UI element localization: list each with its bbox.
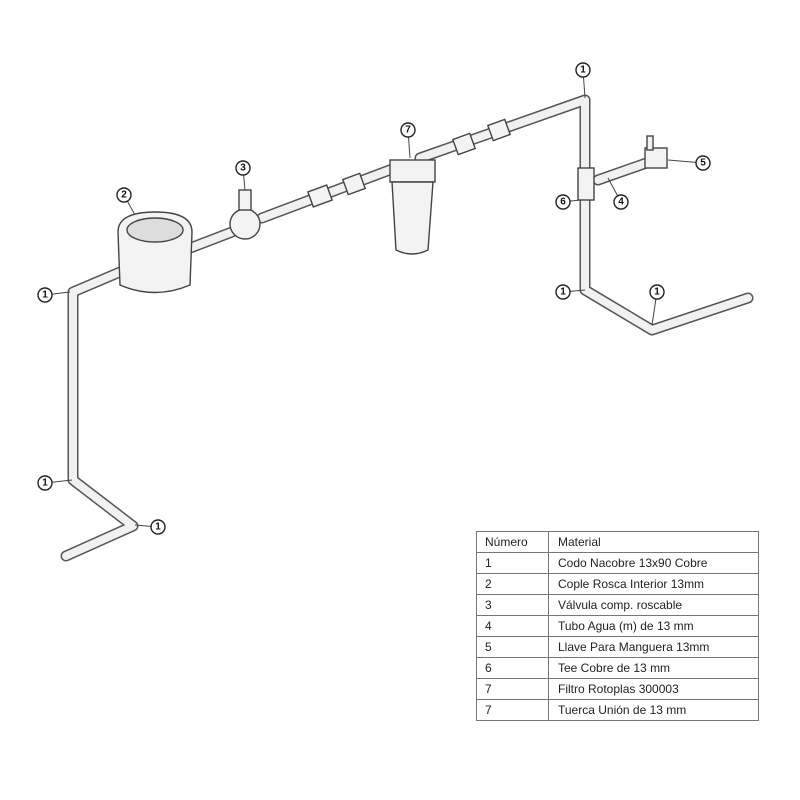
callout-circle: [116, 187, 132, 203]
row-number: 5: [476, 636, 549, 658]
row-number: 7: [476, 678, 549, 700]
coupling-2: [117, 211, 193, 294]
row-number: 3: [476, 594, 549, 616]
callout-7: 7: [400, 122, 416, 159]
callouts: 1 7 3 2 5 6 4 1 1 1 1 1: [37, 62, 711, 535]
row-material: Tee Cobre de 13 mm: [548, 657, 759, 679]
callout-circle: [37, 475, 53, 491]
callout-circle: [37, 287, 53, 303]
callout-number: 1: [560, 287, 566, 298]
callout-number: 1: [155, 522, 161, 533]
hose-tap-5: [644, 135, 668, 169]
callout-circle: [613, 194, 629, 210]
callout-number: 6: [560, 197, 566, 208]
callout-2: 2: [116, 187, 136, 216]
callout-circle: [235, 160, 251, 176]
row-number: 1: [476, 552, 549, 574]
callout-circle: [649, 284, 665, 300]
callout-circle: [555, 284, 571, 300]
callout-number: 1: [580, 65, 586, 76]
callout-1: 1: [37, 287, 71, 303]
callout-3: 3: [235, 160, 251, 191]
table-header-row: Número Material: [476, 531, 759, 553]
row-number: 2: [476, 573, 549, 595]
callout-number: 1: [654, 287, 660, 298]
callout-1: 1: [37, 475, 73, 491]
row-material: Codo Nacobre 13x90 Cobre: [548, 552, 759, 574]
callout-circle: [150, 519, 166, 535]
row-material: Tuerca Unión de 13 mm: [548, 699, 759, 721]
row-material: Llave Para Manguera 13mm: [548, 636, 759, 658]
callout-number: 1: [42, 478, 48, 489]
row-material: Cople Rosca Interior 13mm: [548, 573, 759, 595]
tee-6: [577, 167, 595, 201]
callout-1: 1: [555, 284, 586, 300]
valve-3: [229, 189, 261, 240]
union-nuts: [306, 118, 512, 208]
callout-number: 2: [121, 190, 127, 201]
callout-6: 6: [555, 194, 581, 210]
row-number: 7: [476, 699, 549, 721]
callout-5: 5: [667, 155, 711, 171]
row-material: Tubo Agua (m) de 13 mm: [548, 615, 759, 637]
callout-number: 1: [42, 290, 48, 301]
callout-number: 5: [700, 158, 706, 169]
callout-1: 1: [575, 62, 591, 99]
callout-4: 4: [607, 177, 629, 210]
callout-circle: [575, 62, 591, 78]
callout-number: 3: [240, 163, 246, 174]
row-number: 6: [476, 657, 549, 679]
header-material: Material: [548, 531, 759, 553]
row-material: Válvula comp. roscable: [548, 594, 759, 616]
callout-circle: [400, 122, 416, 138]
callout-1: 1: [649, 284, 665, 326]
callout-number: 4: [618, 197, 624, 208]
row-material: Filtro Rotoplas 300003: [548, 678, 759, 700]
filter-7: [389, 159, 436, 255]
callout-number: 7: [405, 125, 411, 136]
callout-1: 1: [134, 519, 166, 535]
callout-circle: [555, 194, 571, 210]
callout-circle: [695, 155, 711, 171]
header-numero: Número: [476, 531, 549, 553]
row-number: 4: [476, 615, 549, 637]
